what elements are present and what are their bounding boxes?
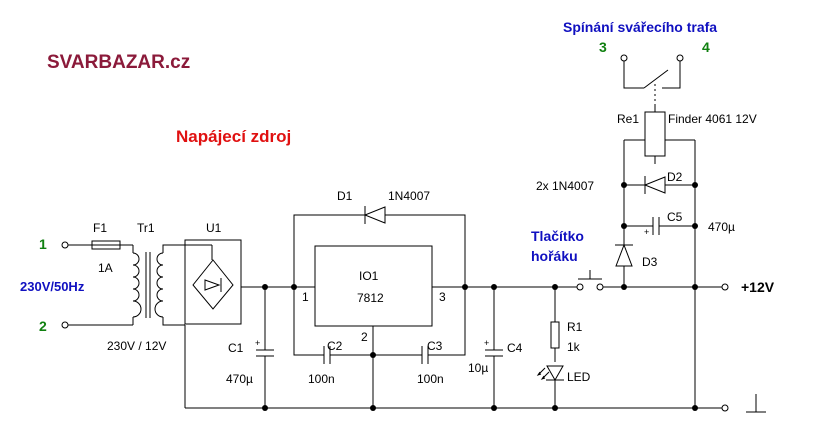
input-terminal-2 (61, 321, 69, 329)
brand-title: SVARBAZAR.cz (47, 52, 190, 73)
capacitor-c1: + (255, 287, 274, 408)
junction (621, 284, 627, 290)
c5-value: 470µ (708, 220, 735, 234)
capacitor-c5: + (624, 217, 695, 237)
led-label: LED (567, 370, 591, 384)
resistor-r1 (550, 287, 560, 362)
d1-value: 1N4007 (388, 189, 430, 203)
c1-ref: C1 (228, 341, 244, 355)
junction (692, 223, 698, 229)
relay-coil-re1 (624, 104, 695, 164)
svg-text:+: + (484, 338, 489, 348)
torch-button (555, 270, 625, 291)
junction (491, 405, 497, 411)
capacitor-c3 (373, 287, 466, 364)
relay-ref: Re1 (617, 112, 639, 126)
input-terminal-2-label: 2 (39, 318, 47, 334)
diode-d1 (293, 206, 466, 287)
transformer-tr1 (132, 244, 212, 326)
c5-ref: C5 (667, 210, 683, 224)
diodes-value: 2x 1N4007 (536, 179, 594, 193)
relay-value: Finder 4061 12V (668, 112, 757, 126)
button-label-line1: Tlačítko (531, 228, 584, 244)
c2-value: 100n (308, 372, 335, 386)
output-plus-label: +12V (741, 279, 775, 295)
svg-text:+: + (644, 227, 649, 237)
rectifier-ref: U1 (206, 221, 222, 235)
ic-pin1: 1 (302, 290, 309, 304)
button-label-line2: hořáku (531, 248, 578, 264)
c1-value: 470µ (226, 372, 253, 386)
ic-pin3: 3 (439, 290, 446, 304)
fuse-value: 1A (98, 261, 113, 275)
ic-pin2: 2 (361, 330, 368, 344)
c4-ref: C4 (507, 341, 523, 355)
output-terminal-ground (721, 404, 729, 412)
led (536, 365, 564, 408)
output-terminal-plus (721, 283, 729, 291)
ic-ref: IO1 (359, 269, 379, 283)
junction (552, 405, 558, 411)
relay-terminal-4: 4 (702, 39, 710, 55)
diode-d3 (615, 226, 633, 287)
r1-value: 1k (567, 340, 581, 354)
r1-ref: R1 (567, 320, 583, 334)
c4-value: 10µ (468, 361, 488, 375)
svg-text:+: + (255, 338, 260, 348)
relay-terminal-3: 3 (599, 39, 607, 55)
bridge-rectifier-u1 (184, 239, 242, 408)
junction (692, 405, 698, 411)
relay-contact-title: Spínání svářecího trafa (563, 19, 717, 35)
relay-contact (620, 54, 684, 112)
c3-value: 100n (417, 372, 444, 386)
capacitor-c4: + (484, 287, 503, 408)
diode-d2 (623, 140, 696, 408)
ground-symbol (746, 394, 766, 413)
c3-ref: C3 (427, 339, 443, 353)
input-voltage-label: 230V/50Hz (20, 279, 85, 294)
junction (692, 182, 698, 188)
fuse-f1 (68, 240, 133, 250)
fuse-ref: F1 (93, 221, 107, 235)
d2-ref: D2 (667, 170, 683, 184)
input-terminal-1-label: 1 (39, 236, 47, 252)
junction (621, 182, 627, 188)
input-terminal-1 (61, 241, 69, 249)
d1-ref: D1 (337, 189, 353, 203)
ic-value: 7812 (357, 291, 384, 305)
power-supply-heading: Napájecí zdroj (176, 127, 291, 146)
d3-ref: D3 (642, 255, 658, 269)
junction (262, 405, 268, 411)
transformer-ref: Tr1 (137, 221, 155, 235)
transformer-value: 230V / 12V (107, 339, 166, 353)
capacitor-c2 (293, 287, 373, 364)
c2-ref: C2 (327, 339, 343, 353)
junction (370, 405, 376, 411)
